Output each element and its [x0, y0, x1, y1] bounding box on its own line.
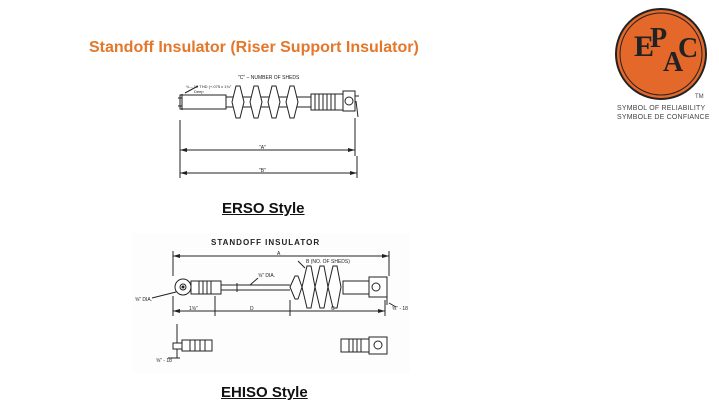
- page-title: Standoff Insulator (Riser Support Insula…: [89, 39, 419, 56]
- logo-letter-p: P: [650, 23, 667, 54]
- logo-letter-a: A: [663, 47, 684, 78]
- ehiso-dimension-a: A: [277, 251, 281, 257]
- ehiso-caption: EHISO Style: [221, 384, 308, 401]
- erso-dimension-a: "A": [259, 145, 266, 151]
- erso-thread-depth-label: Deep: [194, 89, 204, 94]
- tagline-english: SYMBOL OF RELIABILITY: [617, 105, 706, 112]
- ehiso-dimension-left: 1⅝": [189, 306, 198, 312]
- erso-sheds-label: "C" – NUMBER OF SHEDS: [238, 75, 300, 81]
- ehiso-thread-label-small: ⅝" - 18: [156, 358, 172, 364]
- logo-letter-e: E: [634, 30, 654, 63]
- erso-dimension-b: "B": [259, 168, 266, 174]
- ehiso-dimension-c: C: [331, 306, 335, 312]
- ehiso-dimension-d: D: [250, 306, 254, 312]
- epac-logo: E P A C TM: [615, 8, 707, 100]
- ehiso-heading: STANDOFF INSULATOR: [211, 238, 320, 247]
- logo-letter-c: C: [678, 33, 698, 64]
- ehiso-sheds-label: B (NO. OF SHEDS): [306, 259, 350, 265]
- ehiso-thread-label: ⅝" - 18: [392, 306, 408, 312]
- erso-thread-label: ¾ – 10 THD (+.075 x 1¾": [186, 84, 232, 89]
- ehiso-rod-dia-label: ⅝" DIA.: [258, 273, 275, 279]
- tagline-french: SYMBOLE DE CONFIANCE: [617, 114, 710, 121]
- trademark-mark: TM: [695, 94, 704, 100]
- ehiso-eye-dia-label: ⅝" DIA.: [135, 297, 152, 303]
- logo-tagline: SYMBOL OF RELIABILITY SYMBOLE DE CONFIAN…: [617, 104, 710, 122]
- erso-caption: ERSO Style: [222, 200, 305, 217]
